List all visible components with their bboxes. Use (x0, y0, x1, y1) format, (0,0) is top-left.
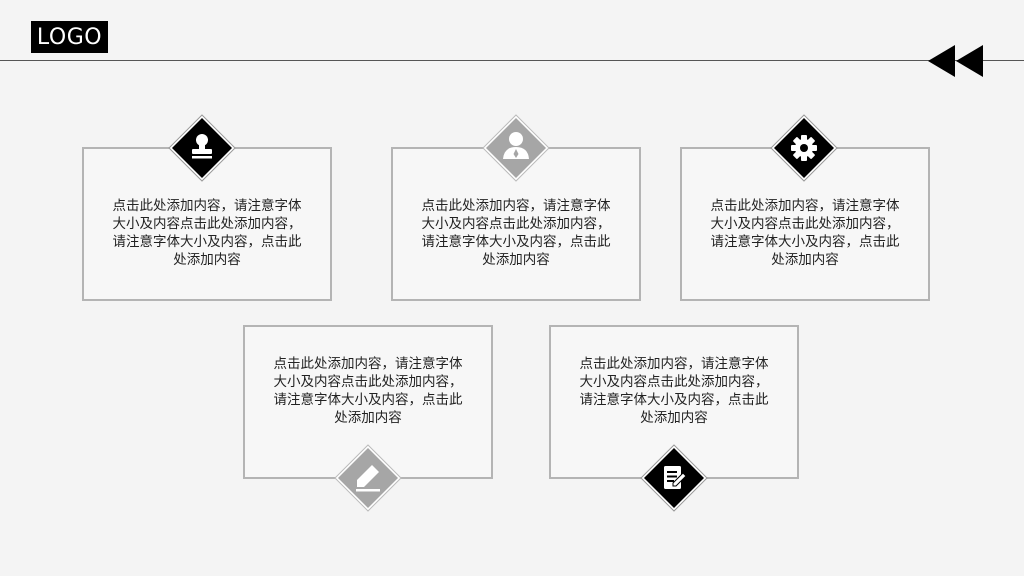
edit-document-icon (664, 466, 687, 489)
badge-gear (770, 114, 838, 182)
card-text: 点击此处添加内容，请注意字体大小及内容点击此处添加内容，请注意字体大小及内容，点… (112, 198, 302, 268)
pencil-icon (356, 465, 380, 492)
card-text: 点击此处添加内容，请注意字体大小及内容点击此处添加内容，请注意字体大小及内容，点… (579, 356, 769, 426)
badge-pencil (334, 444, 402, 512)
badge-edit-document (640, 444, 708, 512)
stamp-icon (192, 134, 212, 159)
card-text: 点击此处添加内容，请注意字体大小及内容点击此处添加内容，请注意字体大小及内容，点… (421, 198, 611, 268)
card-text: 点击此处添加内容，请注意字体大小及内容点击此处添加内容，请注意字体大小及内容，点… (710, 198, 900, 268)
header-divider (0, 60, 1024, 61)
logo: LOGO (31, 21, 108, 53)
user-icon (503, 132, 529, 159)
badge-stamp (168, 114, 236, 182)
badge-user (482, 114, 550, 182)
card-text: 点击此处添加内容，请注意字体大小及内容点击此处添加内容，请注意字体大小及内容，点… (273, 356, 463, 426)
rewind-icon[interactable] (928, 45, 986, 77)
gear-icon (791, 135, 817, 161)
